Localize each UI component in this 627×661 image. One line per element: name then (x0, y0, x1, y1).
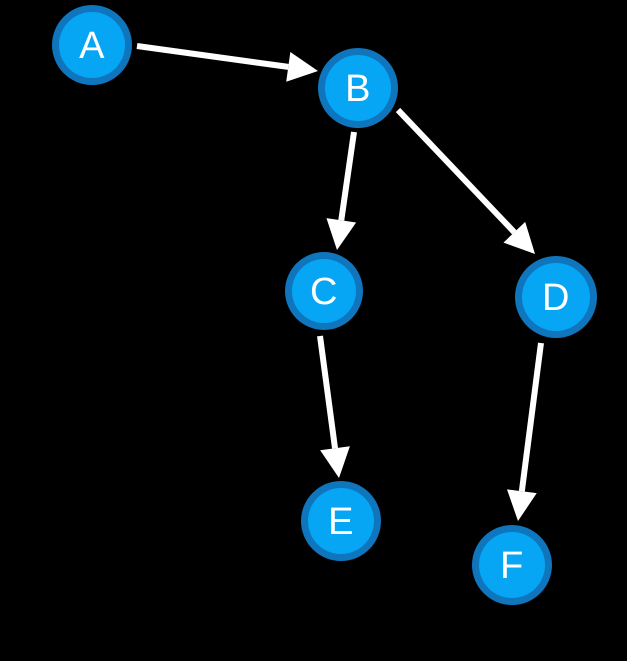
edge-line (317, 335, 338, 449)
edge-arrowhead-icon (320, 446, 350, 478)
node-label: C (310, 271, 338, 313)
edge-arrowhead-icon (286, 52, 318, 82)
node-core (479, 532, 545, 598)
graph-edge (395, 107, 535, 254)
node-core (292, 259, 356, 323)
graph-edge (326, 131, 357, 250)
graph-edge (506, 342, 544, 521)
graph-node-f[interactable]: F (472, 525, 552, 605)
node-label: A (79, 25, 105, 67)
edge-line (338, 131, 357, 221)
graph-edge (317, 335, 350, 478)
node-label: D (542, 277, 570, 319)
edge-line (395, 107, 517, 235)
edges-layer (136, 43, 544, 521)
graph-node-b[interactable]: B (318, 48, 398, 128)
edge-arrowhead-icon (503, 221, 535, 254)
graph-node-d[interactable]: D (515, 256, 597, 338)
node-core (308, 488, 374, 554)
graph-node-c[interactable]: C (285, 252, 363, 330)
node-label: B (345, 68, 371, 110)
graph-node-e[interactable]: E (301, 481, 381, 561)
node-core (59, 12, 125, 78)
edge-arrowhead-icon (326, 218, 357, 250)
graph-edge (136, 43, 318, 82)
edge-line (518, 342, 544, 492)
edge-arrowhead-icon (506, 489, 537, 521)
nodes-layer: A B C D E F (52, 5, 597, 605)
edge-line (136, 43, 289, 70)
node-label: E (328, 501, 354, 543)
node-core (325, 55, 391, 121)
graph-node-a[interactable]: A (52, 5, 132, 85)
node-label: F (500, 545, 524, 587)
node-core (522, 263, 590, 331)
